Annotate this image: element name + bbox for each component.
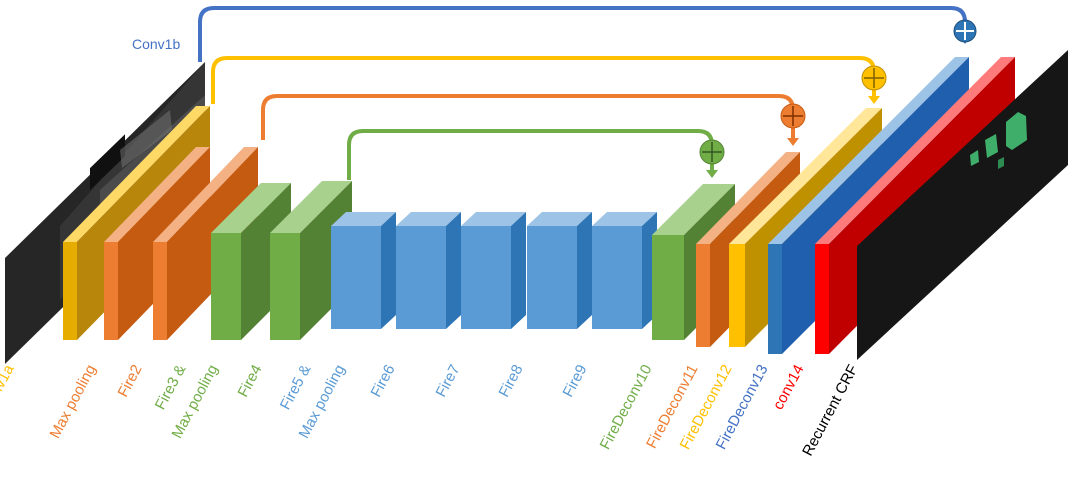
- layer-label-fire5-line1: Fire5 &: [277, 362, 315, 413]
- layer-label-fire6: Fire6: [367, 362, 398, 400]
- layer-block-fire9: [592, 212, 657, 329]
- skip-connection-orange: [261, 94, 806, 146]
- layer-label-fire4: Fire4: [234, 362, 265, 400]
- layer-block-fire7: [461, 212, 526, 329]
- skip-label-conv1b: Conv1b: [132, 36, 180, 52]
- skip-connection-conv1b: [198, 6, 977, 62]
- layer-block-fire6: [396, 212, 461, 329]
- layer-label-recurrent-crf: Recurrent CRF: [799, 362, 861, 459]
- layer-label-fire7: Fire7: [432, 362, 463, 400]
- skip-connection-yellow: [211, 56, 887, 104]
- layer-block-fire3: [211, 183, 291, 340]
- layer-label-fire9: Fire9: [559, 362, 590, 400]
- layer-block-fire8: [527, 212, 592, 329]
- layer-label-conv14: conv14: [770, 362, 808, 413]
- layer-label-max-pooling: Max pooling: [47, 362, 100, 441]
- layer-label-fire2: Fire2: [114, 362, 145, 400]
- layer-labels: Conv1a Max pooling Fire2 Fire3 & Max poo…: [0, 361, 862, 459]
- skip-connection-green: [347, 129, 725, 180]
- layer-label-conv1a: Conv1a: [0, 361, 18, 415]
- layer-label-fire8: Fire8: [495, 362, 526, 400]
- output-segmentation-image: [857, 50, 1068, 360]
- layer-block-fire5: [331, 212, 396, 329]
